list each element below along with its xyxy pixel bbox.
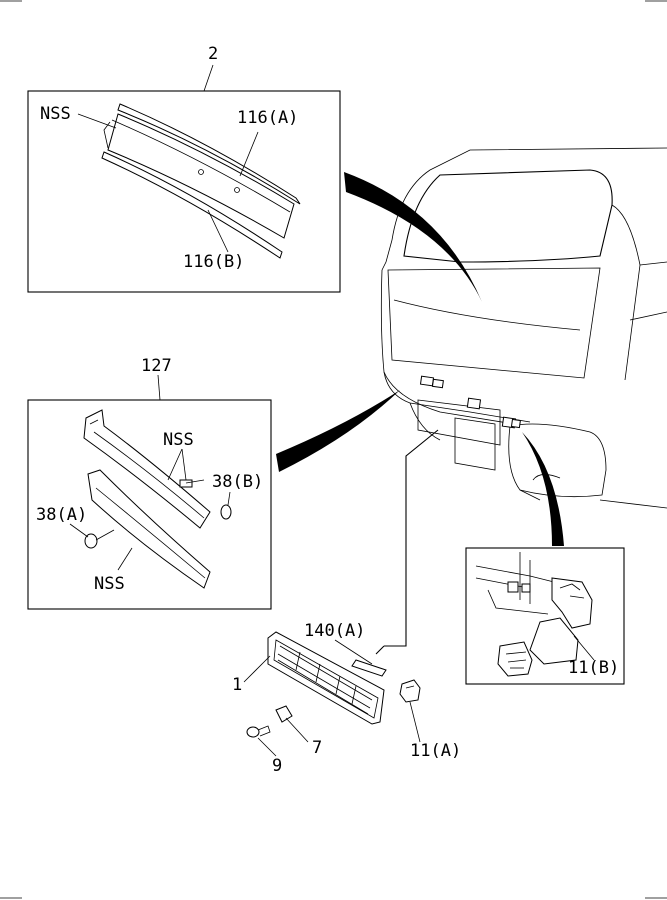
callout-116b-leader — [207, 209, 229, 253]
grille-assembly — [243, 631, 421, 757]
callout-127-leader — [157, 374, 161, 401]
callout-7-leader — [285, 717, 309, 743]
molding-box — [27, 64, 341, 293]
callout-38b-leader — [227, 491, 231, 506]
nut-38b — [220, 504, 232, 520]
callout-nss-mid: NSS — [163, 430, 194, 450]
nss-top-leader — [77, 113, 117, 129]
callout-116a: 116(A) — [237, 108, 298, 128]
callout-nss-top: NSS — [40, 104, 71, 124]
callout-nss-low: NSS — [94, 574, 125, 594]
callout-140a: 140(A) — [304, 621, 365, 641]
van-rear-illustration — [380, 147, 667, 509]
callout-2: 2 — [208, 44, 218, 64]
callout-140a-leader — [334, 639, 373, 665]
bracket-box — [27, 374, 272, 610]
callout-1-leader — [243, 655, 271, 683]
callout-38a: 38(A) — [36, 505, 87, 525]
clip-38a — [84, 529, 115, 549]
callout-1: 1 — [232, 675, 242, 695]
callout-11b-leader — [573, 635, 595, 661]
callout-116a-leader — [239, 131, 259, 177]
clip-7 — [275, 705, 293, 723]
nss-mid-leader-a — [167, 448, 183, 481]
callout-7: 7 — [312, 738, 322, 758]
callout-9-leader — [257, 737, 277, 757]
callout-2-leader — [203, 64, 214, 92]
clip-11a — [399, 679, 421, 703]
callout-11a: 11(A) — [410, 741, 461, 761]
callout-9: 9 — [272, 756, 282, 776]
bolt-nss — [179, 479, 205, 488]
callout-11a-leader — [409, 701, 421, 743]
nss-mid-leader-b — [181, 448, 187, 481]
pointer-arrows — [276, 172, 564, 655]
nss-low-leader — [117, 547, 133, 571]
screw-9 — [246, 725, 271, 738]
callout-127: 127 — [141, 356, 172, 376]
clip-detail-box — [465, 547, 625, 685]
callout-11b: 11(B) — [568, 658, 619, 678]
tape-140a — [351, 659, 387, 677]
callout-38b: 38(B) — [212, 472, 263, 492]
callout-38a-leader — [69, 523, 89, 538]
callout-labels: 2 NSS 116(A) 116(B) 127 NSS 38(B) 38(A) … — [36, 44, 619, 776]
callout-116b: 116(B) — [183, 252, 244, 272]
